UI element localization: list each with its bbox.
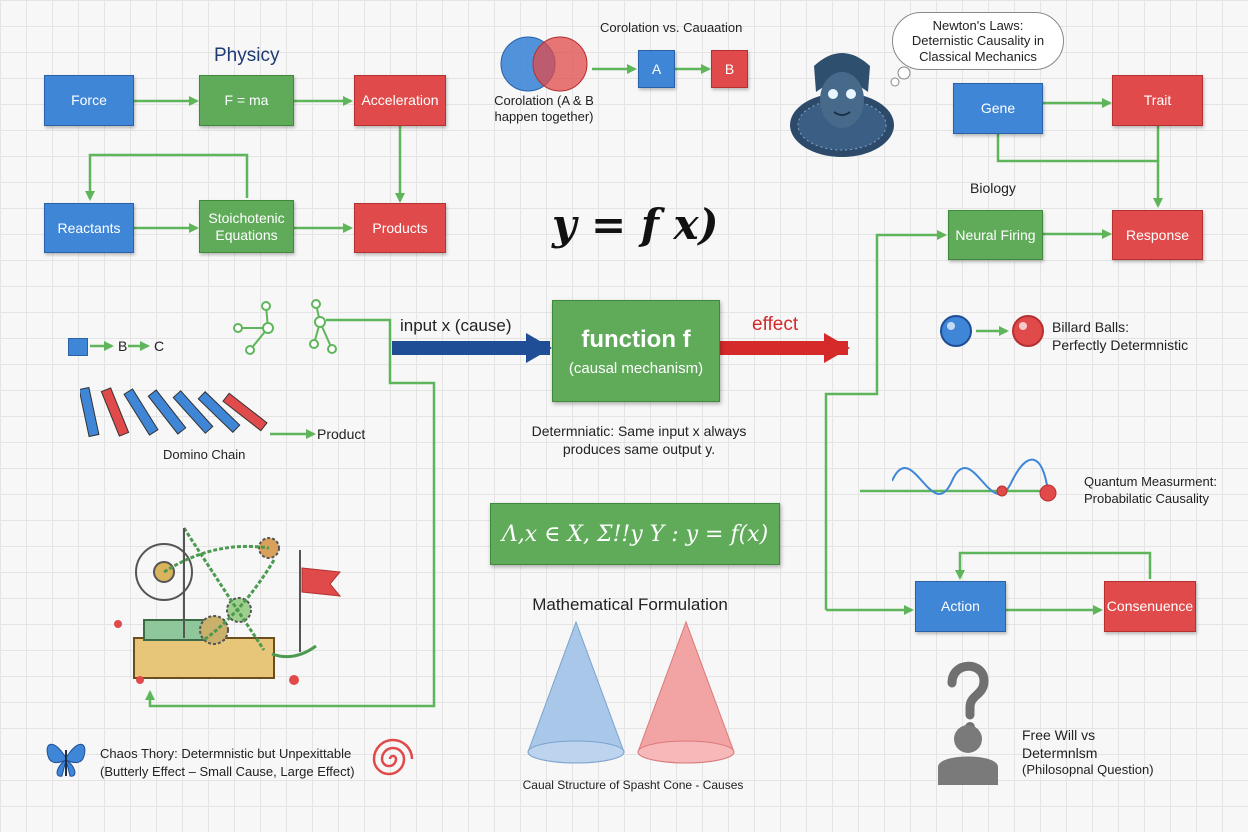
a-box: A	[638, 50, 675, 88]
force-box: Force	[44, 75, 134, 126]
newton-line2: Deternistic Causality in	[911, 33, 1045, 49]
billiard-line2: Perfectly Determnistic	[1052, 337, 1189, 354]
biology-title: Biology	[970, 180, 1016, 196]
chaos-theory-note: Chaos Thory: Determnistic but Unpexittab…	[100, 745, 355, 781]
billiard-ball-icon	[940, 315, 1044, 347]
freewill-line3: (Philosopnal Question)	[1022, 762, 1154, 778]
effect-label: effect	[752, 314, 799, 335]
domino-icon	[80, 386, 268, 438]
newton-line1: Newton's Laws:	[932, 17, 1024, 33]
free-will-note: Free Will vs Determnlsm (Philosopnal Que…	[1022, 726, 1154, 779]
freewill-line2: Determnlsm	[1022, 745, 1098, 762]
machine-icon	[114, 527, 342, 685]
robot-face-icon	[790, 53, 911, 157]
venn-diagram-icon	[500, 36, 588, 92]
correlation-title: Corolation vs. Cauaation	[600, 20, 743, 35]
spiral-icon	[372, 738, 414, 776]
quantum-note: Quantum Measurment: Probabilatic Causali…	[1084, 474, 1217, 508]
abc-a-square	[68, 338, 88, 356]
math-title: Mathematical Formulation	[532, 595, 728, 614]
arrow-gene-response	[996, 134, 1163, 208]
arrow-loop-machine	[145, 318, 436, 708]
arrow-loop-reactants	[85, 153, 249, 201]
domino-chain-label: Domino Chain	[163, 447, 246, 462]
trait-box: Trait	[1112, 75, 1203, 126]
butterfly-icon	[46, 743, 86, 777]
correlation-caption-line1: Corolation (A & B	[494, 93, 594, 108]
main-formula: y = f x)	[552, 200, 719, 249]
wave-icon	[892, 458, 1057, 502]
function-subtitle: (causal mechanism)	[568, 359, 704, 377]
deterministic-note: Determniatic: Same input x always produc…	[494, 422, 784, 458]
flag-icon	[301, 567, 342, 597]
reactants-box: Reactants	[44, 203, 134, 253]
quantum-line1: Quantum Measurment:	[1084, 474, 1217, 489]
arrow-consequence-action	[955, 551, 1152, 580]
input-label: input x (cause)	[400, 316, 512, 335]
thought-bubble-icon	[897, 66, 911, 80]
acceleration-box: Acceleration	[354, 75, 446, 126]
stoichiometric-box: Stoichotenic Equations	[199, 200, 294, 253]
response-box: Response	[1112, 210, 1203, 260]
person-question-icon	[938, 661, 998, 785]
newton-thought-bubble: Newton's Laws: Deternistic Causality in …	[892, 12, 1064, 70]
cone-icon	[527, 620, 735, 764]
b-box: B	[711, 50, 748, 88]
function-title: function f	[581, 325, 691, 353]
action-box: Action	[915, 581, 1006, 632]
physics-title: Physicy	[214, 45, 280, 66]
function-box: function f (causal mechanism)	[552, 300, 720, 402]
products-box: Products	[354, 203, 446, 253]
math-expression-box: Λ,x ∈ X, Σ!!y Y : y = f(x)	[490, 503, 780, 565]
abc-b-label: B	[118, 338, 128, 354]
fma-box: F = ma	[199, 75, 294, 126]
correlation-caption-line2: happen together)	[494, 109, 594, 125]
billiard-note: Billard Balls: Perfectly Determnistic	[1052, 318, 1188, 354]
abc-c-label: C	[154, 338, 165, 354]
deterministic-line2: produces same output y.	[562, 441, 716, 458]
deterministic-line1: Determniatic: Same input x always	[531, 423, 747, 439]
chaos-line1: Chaos Thory: Determnistic but Unpexittab…	[100, 746, 352, 761]
correlation-caption: Corolation (A & B happen together)	[484, 93, 604, 126]
quantum-line2: Probabilatic Causality	[1084, 490, 1210, 506]
cone-caption: Caual Structure of Spasht Cone - Causes	[522, 778, 744, 792]
newton-line3: Classical Mechanics	[919, 48, 1037, 64]
consequence-box: Consenuence	[1104, 581, 1196, 632]
product-label: Product	[317, 426, 366, 442]
gene-box: Gene	[953, 83, 1043, 134]
freewill-line1: Free Will vs	[1022, 727, 1096, 743]
molecule-icon	[233, 299, 337, 355]
arrow-to-neural	[824, 230, 947, 610]
chaos-line2: (Butterly Effect – Small Cause, Large Ef…	[100, 764, 355, 780]
billiard-line1: Billard Balls:	[1052, 319, 1130, 335]
neural-firing-box: Neural Firing	[948, 210, 1043, 260]
